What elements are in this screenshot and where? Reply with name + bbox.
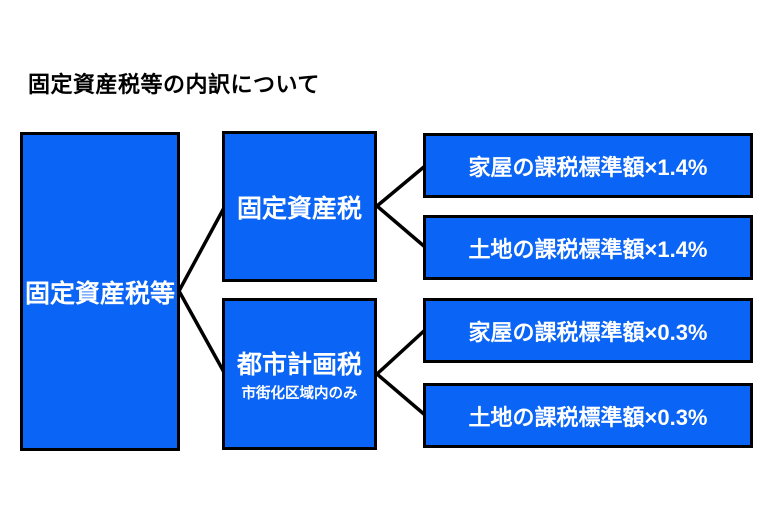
leaf-box-label: 土地の課税標準額×0.3% bbox=[468, 404, 708, 430]
leaf-box-label: 土地の課税標準額×1.4% bbox=[468, 236, 708, 262]
branch-box-fixed-asset-tax: 固定資産税 bbox=[222, 131, 377, 282]
branch-box-label: 固定資産税 bbox=[236, 194, 362, 223]
leaf-box-label: 家屋の課税標準額×0.3% bbox=[468, 319, 708, 345]
leaf-box-building-1-4: 家屋の課税標準額×1.4% bbox=[423, 133, 753, 198]
branch-box-city-planning-tax: 都市計画税 市街化区域内のみ bbox=[222, 298, 377, 450]
root-box-label: 固定資産税等 bbox=[24, 279, 175, 308]
leaf-box-land-0-3: 土地の課税標準額×0.3% bbox=[423, 383, 753, 448]
leaf-box-land-1-4: 土地の課税標準額×1.4% bbox=[423, 215, 753, 280]
connector-root-to-branch1 bbox=[177, 205, 227, 292]
branch-box-label: 都市計画税 bbox=[236, 351, 362, 379]
leaf-box-building-0-3: 家屋の課税標準額×0.3% bbox=[423, 298, 753, 363]
page-title: 固定資産税等の内訳について bbox=[28, 72, 320, 97]
connector-root-to-branch2 bbox=[177, 290, 227, 375]
root-box-fixed-asset-taxes: 固定資産税等 bbox=[20, 132, 180, 451]
connector-branch1-to-leaf1 bbox=[375, 164, 427, 208]
leaf-box-label: 家屋の課税標準額×1.4% bbox=[468, 154, 708, 180]
connector-branch1-to-leaf2 bbox=[375, 204, 427, 249]
connector-branch2-to-leaf3 bbox=[375, 328, 427, 376]
connector-branch2-to-leaf4 bbox=[375, 372, 427, 417]
branch-box-sublabel: 市街化区域内のみ bbox=[241, 386, 358, 402]
